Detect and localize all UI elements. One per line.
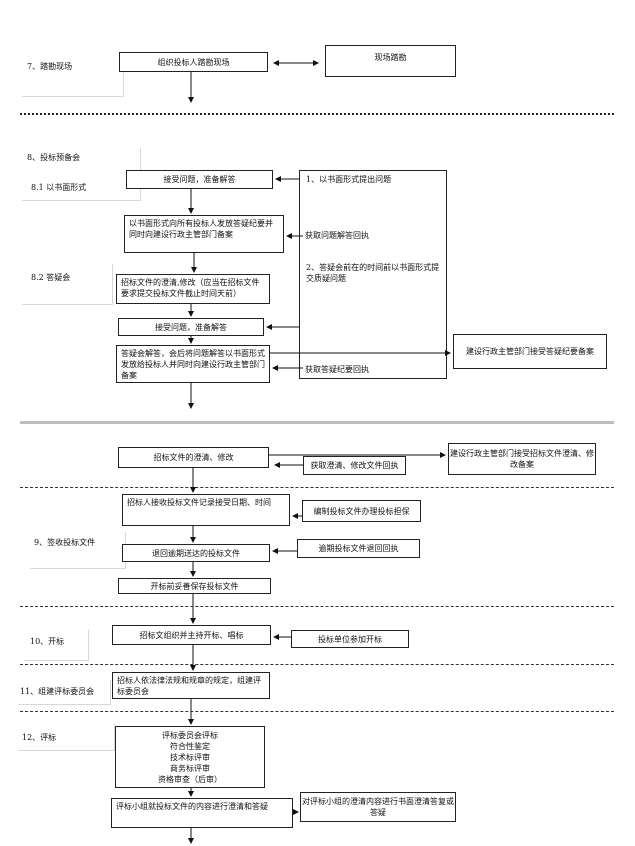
stage-11-label: 11、组建评标委员会 xyxy=(20,687,95,696)
stage-frame-7 xyxy=(22,52,124,97)
section-divider-2 xyxy=(20,421,614,424)
stage-10-label: 10、开标 xyxy=(30,637,65,646)
stage-frame-10 xyxy=(24,630,89,661)
site-visit-box: 现场踏勘 xyxy=(325,45,456,77)
organize-site-visit-box: 组织投标人踏勘现场 xyxy=(119,52,268,72)
q-and-a-meeting-box: 答疑会解答，会后将问题解答以书面形式发放给投标人并同时向建设行政主管部门备案 xyxy=(116,345,270,383)
record-receipt-box: 招标人接收投标文件记录接受日期、时间 xyxy=(122,494,290,526)
clarify-tender-docs-box: 招标文件的澄清,修改（应当在招标文件要求提交投标文件截止时间天前） xyxy=(116,274,270,304)
receive-questions-box-2: 接受问题，准备解答 xyxy=(118,318,264,336)
stage-frame-11 xyxy=(18,680,111,705)
stage-7-label: 7、踏勘现场 xyxy=(27,62,73,71)
open-bids-box: 招标文组织并主持开标、唱标 xyxy=(112,625,271,645)
get-answer-receipt-label: 获取问题解答回执 xyxy=(305,231,369,240)
return-late-docs-box: 退回逾期送达的投标文件 xyxy=(122,544,270,562)
prepare-bid-bond-box: 编制投标文件办理投标担保 xyxy=(302,500,421,522)
form-committee-box: 招标人依法律法规和规章的规定，组建评标委员会 xyxy=(112,672,270,699)
stage-12-label: 12、评标 xyxy=(22,733,57,742)
get-minutes-receipt-label: 获取答疑纪要回执 xyxy=(305,365,369,374)
section-divider-4 xyxy=(20,606,614,607)
authority-clarify-filing-box: 建设行政主管部门接受招标文件澄清、修改备案 xyxy=(448,443,596,475)
section-divider-6 xyxy=(20,711,614,712)
get-clarify-receipt-box: 获取澄清、修改文件回执 xyxy=(303,456,406,475)
stage-frame-12 xyxy=(18,724,115,751)
late-return-receipt-box: 逾期投标文件退回回执 xyxy=(297,539,420,558)
written-reply-box: 对评标小组的澄清内容进行书面澄清答复或答疑 xyxy=(300,792,456,822)
stage-8-label: 8、投标预备会 xyxy=(27,153,81,162)
stage-9-label: 9、签收投标文件 xyxy=(34,538,96,547)
authority-minutes-filing-box: 建设行政主管部门接受答疑纪要备案 xyxy=(453,334,607,369)
written-clarification-box: 以书面形式向所有投标人发放答疑纪要并同时向建设行政主管部门备案 xyxy=(124,215,284,253)
bidder-questions-box: 1、以书面形式提出问题 2、答疑会前在的时间前以书面形式提交质疑问题 xyxy=(299,170,447,379)
clarify-modify-docs-box: 招标文件的澄清、修改 xyxy=(118,447,269,468)
evaluation-box: 评标委员会评标 符合性鉴定 技术标评审 商务标评审 资格审查（后审） xyxy=(115,726,265,788)
stage-8-1-label: 8.1 以书面形式 xyxy=(31,183,87,192)
bidders-attend-box: 投标单位参加开标 xyxy=(291,630,409,648)
stage-frame-8-2 xyxy=(22,264,113,305)
committee-clarify-box: 评标小组就投标文件的内容进行澄清和答疑 xyxy=(111,798,293,828)
safekeep-docs-box: 开标前妥善保存投标文件 xyxy=(118,578,271,594)
section-divider-5 xyxy=(20,664,614,665)
section-divider-3 xyxy=(20,487,614,488)
section-divider-1 xyxy=(20,113,614,115)
receive-questions-box-1: 接受问题，准备解答 xyxy=(126,170,273,189)
stage-8-2-label: 8.2 答疑会 xyxy=(31,273,71,282)
